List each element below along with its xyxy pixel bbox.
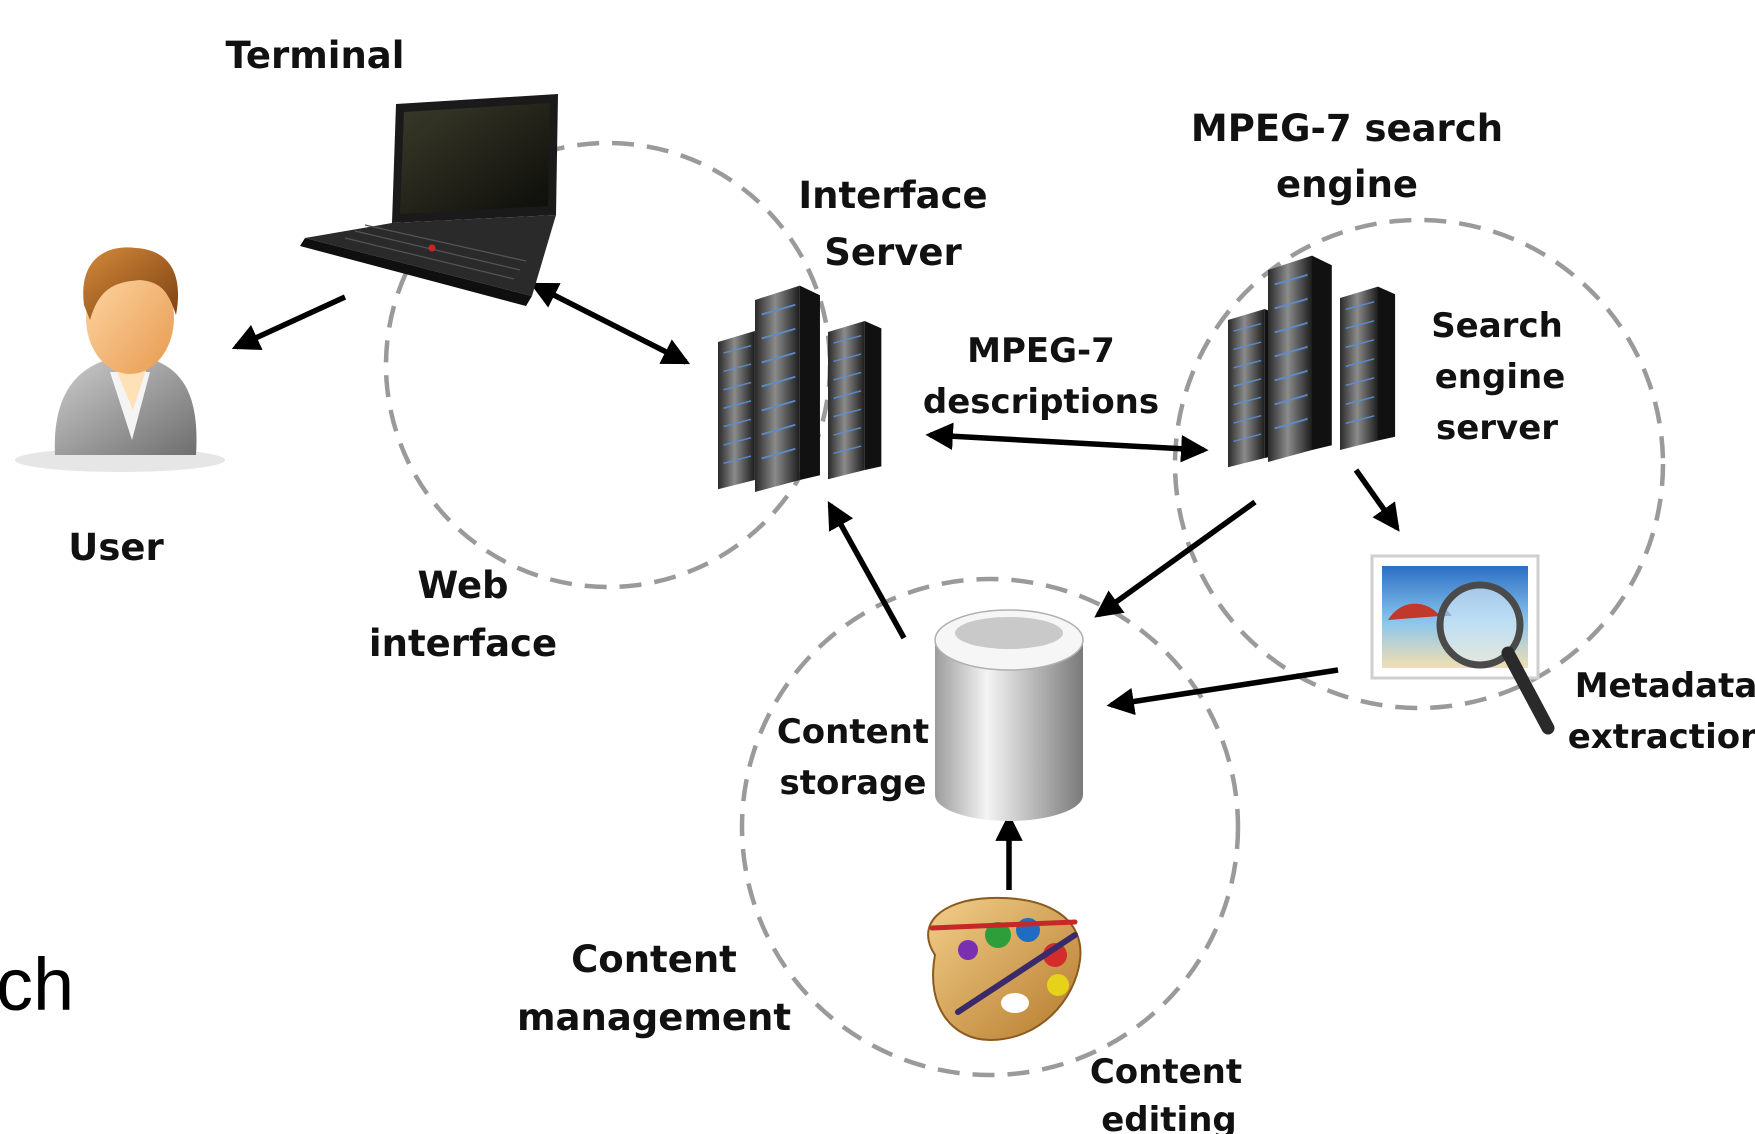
arrow-storage-to-interface: [827, 500, 907, 640]
partial-slide-text: ch: [0, 943, 74, 1026]
search-engine-boundary: [1172, 217, 1666, 711]
label-mpeg7-descriptions-line2: descriptions: [923, 382, 1159, 422]
label-search-server-line3: server: [1436, 408, 1558, 448]
label-search-engine-title-line1: MPEG-7 search: [1191, 107, 1503, 150]
user-icon: [15, 247, 225, 472]
label-terminal: Terminal: [226, 34, 405, 77]
labels: Terminal User Interface Server Web inter…: [0, 34, 1755, 1134]
label-content-management-line1: Content: [571, 938, 737, 981]
label-content-editing-line2: editing: [1101, 1100, 1237, 1134]
interface-server-icon: [717, 284, 883, 493]
arrow-interface-search-bidirectional: [925, 422, 1209, 463]
label-search-server-line2: engine: [1435, 357, 1566, 397]
content-management-boundary: [739, 576, 1241, 1078]
label-search-server-line1: Search: [1431, 306, 1563, 346]
label-user: User: [68, 526, 164, 569]
arrow-terminal-interface-bidirectional: [529, 282, 691, 365]
paint-palette-icon: [927, 896, 1082, 1042]
database-icon: [934, 609, 1084, 821]
label-interface-server-line1: Interface: [798, 174, 987, 217]
label-content-management-line2: management: [517, 996, 791, 1039]
label-interface-server-line2: Server: [824, 231, 962, 274]
label-search-engine-title-line2: engine: [1276, 163, 1418, 206]
arrow-metadata-to-storage: [1106, 667, 1339, 716]
arrows: [231, 282, 1400, 890]
arrow-search-to-storage: [1094, 499, 1257, 618]
metadata-extraction-icon: [1370, 554, 1555, 735]
label-mpeg7-descriptions-line1: MPEG-7: [967, 331, 1115, 371]
label-web-interface-line2: interface: [369, 622, 557, 665]
label-metadata-line2: extraction: [1568, 717, 1755, 757]
label-content-storage-line2: storage: [780, 763, 927, 803]
arrow-terminal-to-user: [231, 294, 347, 350]
label-metadata-line1: Metadata: [1575, 666, 1755, 706]
label-content-editing-line1: Content: [1090, 1052, 1242, 1092]
label-content-storage-line1: Content: [777, 712, 929, 752]
label-web-interface-line1: Web: [417, 564, 508, 607]
laptop-icon: [300, 94, 558, 306]
arrow-search-to-metadata: [1353, 468, 1400, 532]
